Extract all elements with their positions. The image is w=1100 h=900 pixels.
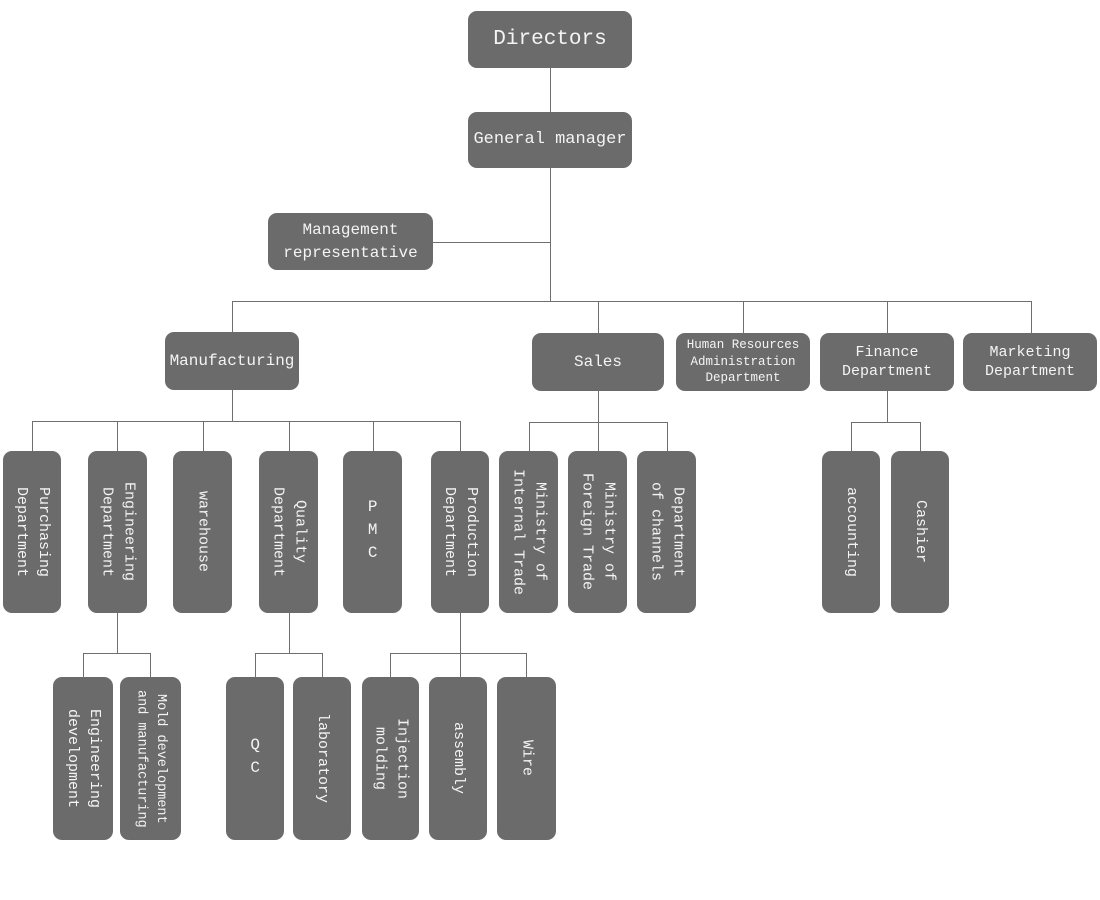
connector-line <box>255 653 322 654</box>
node-engineering: Engineering Department <box>88 451 147 613</box>
connector-line <box>598 391 599 422</box>
node-finance: Finance Department <box>820 333 954 391</box>
connector-line <box>289 613 290 653</box>
connector-line <box>598 301 599 333</box>
connector-line <box>117 613 118 653</box>
connector-line <box>255 653 256 677</box>
node-production: Production Department <box>431 451 489 613</box>
connector-line <box>526 653 527 677</box>
connector-line <box>232 301 233 332</box>
connector-line <box>373 421 374 451</box>
connector-line <box>322 653 323 677</box>
node-warehouse: warehouse <box>173 451 232 613</box>
node-pmc: PMC <box>343 451 402 613</box>
connector-line <box>920 422 921 451</box>
connector-line <box>743 301 744 333</box>
connector-line <box>550 168 551 301</box>
connector-line <box>1031 301 1032 333</box>
connector-line <box>117 421 118 451</box>
node-injection-molding: Injection molding <box>362 677 419 840</box>
connector-line <box>887 391 888 422</box>
connector-line <box>289 421 290 451</box>
connector-line <box>32 421 33 451</box>
node-directors: Directors <box>468 11 632 68</box>
connector-line <box>667 422 668 451</box>
node-foreign-trade: Ministry of Foreign Trade <box>568 451 627 613</box>
node-wire: Wire <box>497 677 556 840</box>
connector-line <box>460 653 461 677</box>
connector-line <box>433 242 550 243</box>
connector-line <box>150 653 151 677</box>
connector-line <box>203 421 204 451</box>
node-quality: Quality Department <box>259 451 318 613</box>
connector-line <box>32 421 460 422</box>
node-hr-admin: Human Resources Administration Departmen… <box>676 333 810 391</box>
node-sales: Sales <box>532 333 664 391</box>
connector-line <box>550 68 551 112</box>
connector-line <box>851 422 852 451</box>
connector-line <box>460 613 461 653</box>
connector-line <box>598 422 599 451</box>
connector-line <box>232 301 1031 302</box>
node-general-manager: General manager <box>468 112 632 168</box>
connector-line <box>83 653 150 654</box>
node-engineering-development: Engineering development <box>53 677 113 840</box>
connector-line <box>529 422 530 451</box>
node-qc: QC <box>226 677 284 840</box>
connector-line <box>390 653 526 654</box>
node-cashier: Cashier <box>891 451 949 613</box>
node-internal-trade: Ministry of Internal Trade <box>499 451 558 613</box>
node-management-representative: Management representative <box>268 213 433 270</box>
connector-line <box>460 421 461 451</box>
node-mold-development: Mold development and manufacturing <box>120 677 181 840</box>
connector-line <box>83 653 84 677</box>
node-purchasing: Purchasing Department <box>3 451 61 613</box>
node-laboratory: laboratory <box>293 677 351 840</box>
node-manufacturing: Manufacturing <box>165 332 299 390</box>
connector-line <box>851 422 920 423</box>
connector-line <box>887 301 888 333</box>
connector-line <box>390 653 391 677</box>
node-assembly: assembly <box>429 677 487 840</box>
node-channels: Department of channels <box>637 451 696 613</box>
node-accounting: accounting <box>822 451 880 613</box>
node-marketing: Marketing Department <box>963 333 1097 391</box>
connector-line <box>232 390 233 421</box>
